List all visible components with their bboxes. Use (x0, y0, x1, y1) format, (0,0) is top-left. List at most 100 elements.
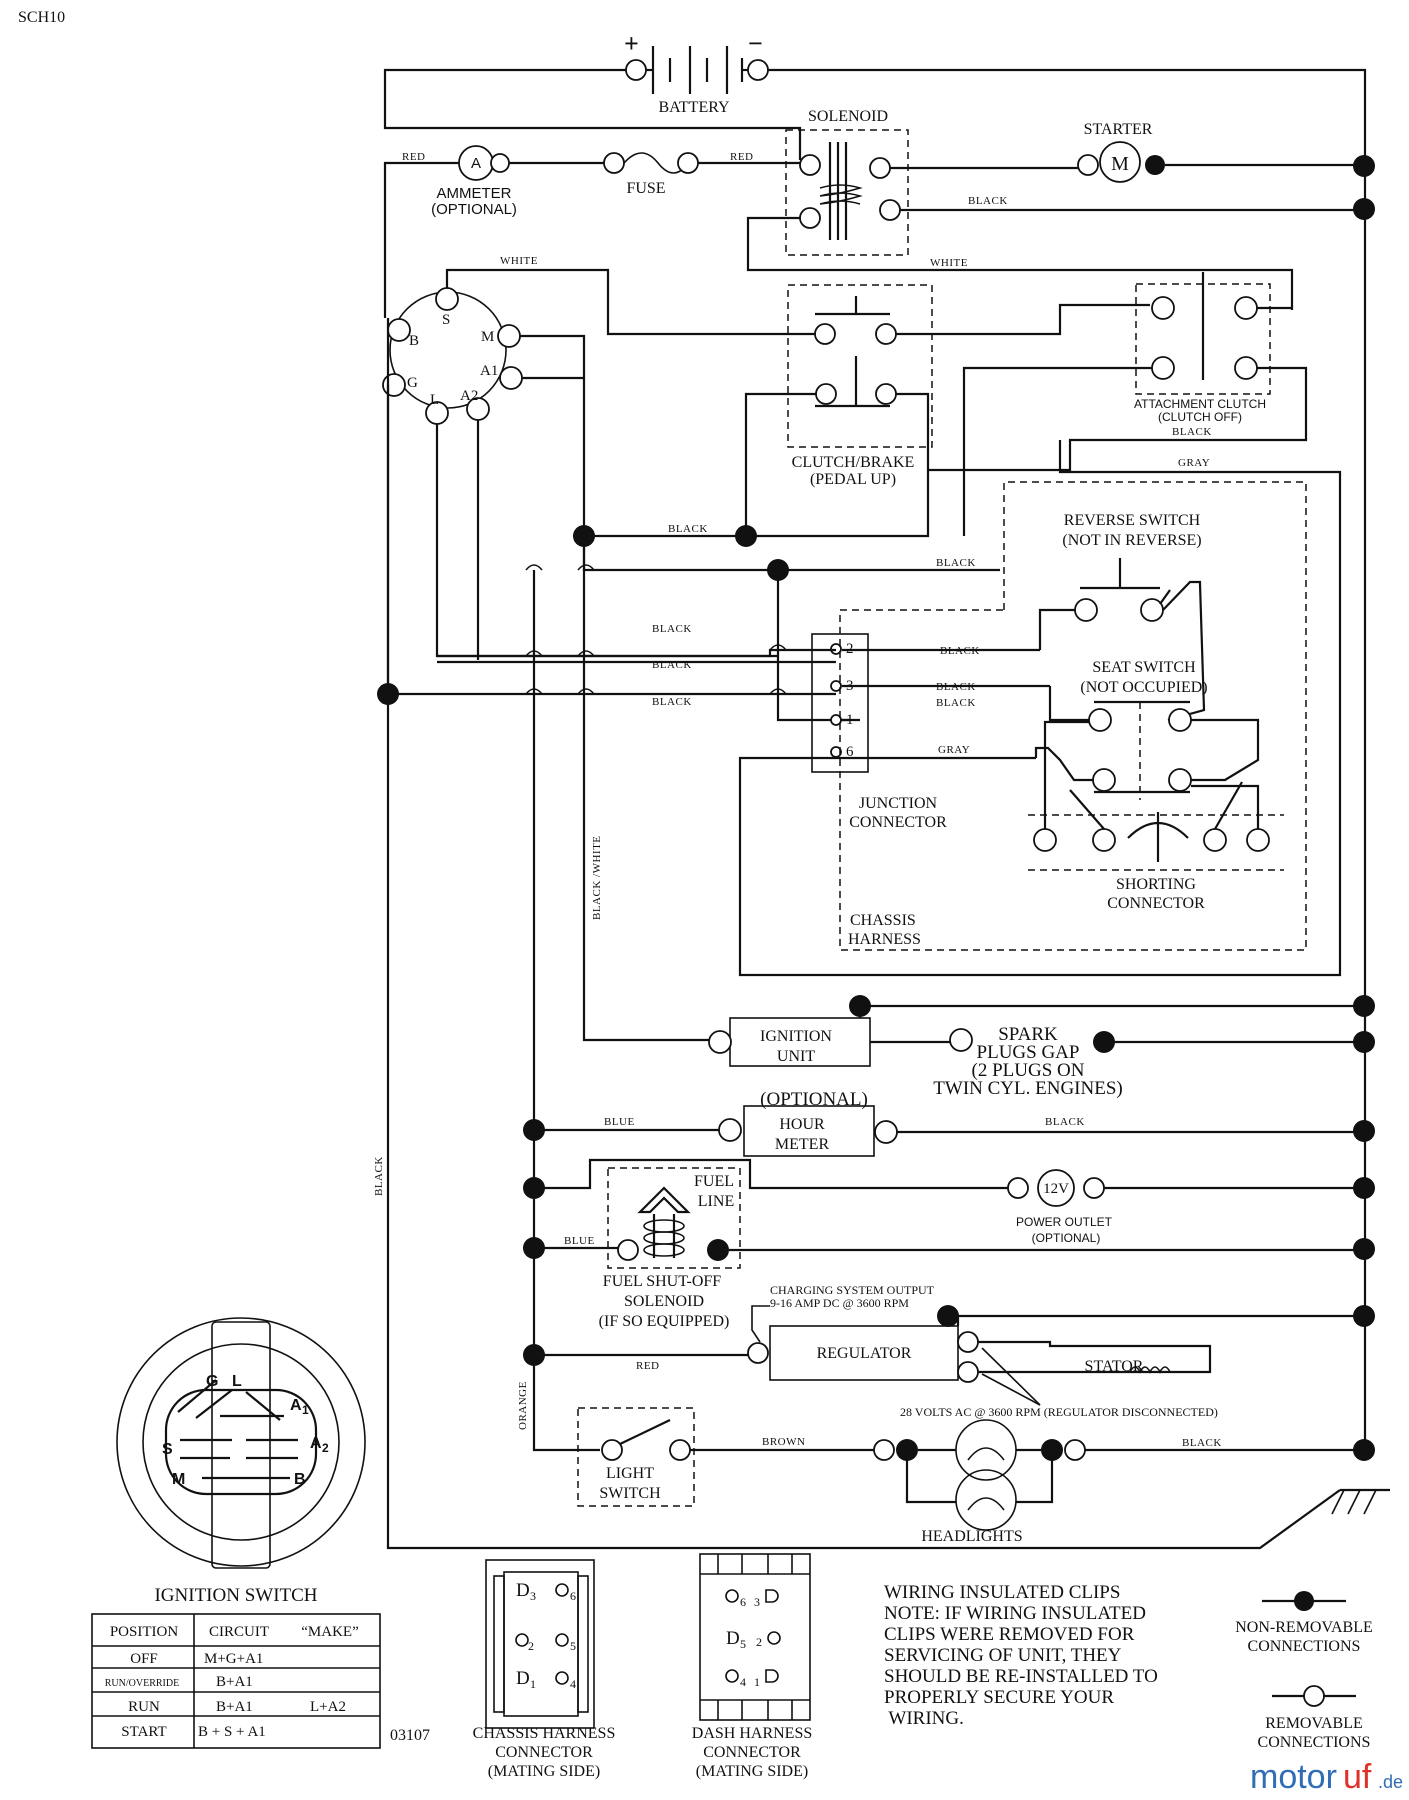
ammeter: A AMMETER (OPTIONAL) (431, 145, 517, 218)
svg-text:BLACK: BLACK (1045, 1116, 1085, 1128)
svg-text:BLUE: BLUE (604, 1116, 635, 1128)
svg-text:LINE: LINE (698, 1193, 734, 1210)
ignition-switch-face: G L A 1 S A 2 M B (116, 1317, 366, 1569)
svg-text:1: 1 (754, 1675, 760, 1689)
junction-connector: 2 3 1 6 JUNCTION CONNECTOR (811, 633, 947, 831)
stator: STATOR (978, 1340, 1212, 1375)
dash-harness-connector: 6 3 D 5 2 4 1 DASH HARNESS CONNECTOR (MA… (692, 1553, 812, 1780)
svg-text:NON-REMOVABLE: NON-REMOVABLE (1235, 1619, 1372, 1636)
svg-text:(2 PLUGS ON: (2 PLUGS ON (972, 1060, 1085, 1081)
svg-text:1: 1 (530, 1677, 536, 1691)
solenoid: SOLENOID (785, 108, 909, 256)
svg-text:uf: uf (1343, 1758, 1372, 1796)
seat-switch: SEAT SWITCH (NOT OCCUPIED) (1080, 659, 1208, 800)
svg-text:TWIN CYL. ENGINES): TWIN CYL. ENGINES) (933, 1078, 1122, 1099)
svg-text:PROPERLY SECURE YOUR: PROPERLY SECURE YOUR (884, 1687, 1114, 1708)
svg-text:3: 3 (754, 1595, 760, 1609)
svg-text:SEAT SWITCH: SEAT SWITCH (1092, 659, 1196, 676)
svg-text:L+A2: L+A2 (310, 1699, 346, 1715)
svg-text:OFF: OFF (130, 1651, 158, 1667)
svg-text:B: B (294, 1471, 306, 1488)
svg-text:METER: METER (775, 1136, 830, 1153)
svg-text:5: 5 (740, 1637, 746, 1651)
power-outlet: 12V POWER OUTLET (OPTIONAL) (1007, 1169, 1113, 1245)
svg-text:(MATING SIDE): (MATING SIDE) (488, 1763, 600, 1780)
svg-text:FUEL SHUT-OFF: FUEL SHUT-OFF (603, 1273, 722, 1290)
svg-text:BLACK: BLACK (652, 623, 692, 635)
svg-text:A: A (290, 1397, 302, 1414)
svg-text:CONNECTIONS: CONNECTIONS (1248, 1638, 1361, 1655)
svg-text:CHASSIS HARNESS: CHASSIS HARNESS (473, 1725, 616, 1742)
svg-text:REVERSE SWITCH: REVERSE SWITCH (1064, 512, 1201, 529)
svg-text:HEADLIGHTS: HEADLIGHTS (921, 1528, 1022, 1545)
svg-text:BLACK /WHITE: BLACK /WHITE (591, 835, 603, 920)
svg-text:BROWN: BROWN (762, 1436, 805, 1448)
ground-symbol (1331, 1488, 1390, 1515)
svg-text:BLACK: BLACK (652, 659, 692, 671)
svg-text:CIRCUIT: CIRCUIT (209, 1624, 269, 1640)
svg-text:CHASSIS: CHASSIS (850, 912, 916, 929)
svg-text:G: G (206, 1373, 218, 1390)
svg-text:A2: A2 (460, 388, 478, 404)
svg-text:CLIPS WERE REMOVED FOR: CLIPS WERE REMOVED FOR (884, 1624, 1135, 1645)
svg-text:AMMETER: AMMETER (437, 185, 512, 202)
svg-text:CONNECTOR: CONNECTOR (495, 1744, 593, 1761)
svg-text:GRAY: GRAY (938, 744, 970, 756)
svg-text:A1: A1 (480, 363, 498, 379)
svg-text:1: 1 (302, 1403, 309, 1417)
ignition-unit: IGNITION UNIT (708, 1017, 871, 1067)
svg-text:HOUR: HOUR (779, 1116, 825, 1133)
svg-text:DASH HARNESS: DASH HARNESS (692, 1725, 812, 1742)
shorting-connector: SHORTING CONNECTOR (1028, 812, 1284, 912)
svg-text:ATTACHMENT CLUTCH: ATTACHMENT CLUTCH (1134, 397, 1266, 411)
svg-text:CONNECTIONS: CONNECTIONS (1258, 1734, 1371, 1751)
svg-text:POWER OUTLET: POWER OUTLET (1016, 1215, 1113, 1229)
model-code: SCH10 (18, 9, 65, 26)
svg-text:S: S (442, 312, 450, 328)
headlights: HEADLIGHTS (873, 1419, 1086, 1545)
svg-text:9-16 AMP DC @ 3600 RPM: 9-16 AMP DC @ 3600 RPM (770, 1296, 909, 1310)
svg-text:RED: RED (402, 151, 426, 163)
starter-label: STARTER (1084, 121, 1153, 138)
svg-text:“MAKE”: “MAKE” (301, 1624, 358, 1640)
svg-text:M: M (481, 329, 494, 345)
svg-text:B+A1: B+A1 (216, 1674, 253, 1690)
svg-text:BLACK: BLACK (936, 557, 976, 569)
svg-text:RED: RED (730, 151, 754, 163)
svg-text:12V: 12V (1043, 1181, 1069, 1197)
svg-text:BLACK: BLACK (373, 1156, 385, 1196)
svg-text:SWITCH: SWITCH (599, 1485, 661, 1502)
svg-text:FUSE: FUSE (626, 180, 665, 197)
svg-text:WIRING.: WIRING. (884, 1708, 964, 1729)
svg-text:D: D (516, 1668, 530, 1689)
svg-text:.de: .de (1378, 1772, 1403, 1792)
clutch-brake-switch: CLUTCH/BRAKE (PEDAL UP) (787, 284, 933, 488)
figure-code: 03107 (390, 1727, 430, 1744)
svg-text:START: START (121, 1724, 166, 1740)
svg-text:BLACK: BLACK (940, 645, 980, 657)
battery: + − BATTERY (624, 29, 769, 116)
light-switch: LIGHT SWITCH (577, 1407, 695, 1507)
svg-text:(MATING SIDE): (MATING SIDE) (696, 1763, 808, 1780)
regulator: REGULATOR (747, 1325, 979, 1383)
svg-text:3: 3 (530, 1589, 536, 1603)
svg-text:D: D (726, 1628, 740, 1649)
svg-text:4: 4 (740, 1675, 746, 1689)
svg-text:CLUTCH/BRAKE: CLUTCH/BRAKE (792, 454, 915, 471)
solenoid-label: SOLENOID (808, 108, 888, 125)
svg-text:2: 2 (528, 1639, 534, 1653)
attachment-clutch-switch: ATTACHMENT CLUTCH (CLUTCH OFF) (1134, 272, 1271, 424)
svg-text:6: 6 (740, 1595, 746, 1609)
wiring-clips-note: WIRING INSULATED CLIPS NOTE: IF WIRING I… (884, 1582, 1158, 1729)
battery-plus-sign: + (624, 29, 639, 58)
legend-removable: REMOVABLE CONNECTIONS (1258, 1685, 1371, 1751)
svg-text:5: 5 (570, 1639, 576, 1653)
svg-text:SHORTING: SHORTING (1116, 876, 1196, 893)
fuel-shutoff-solenoid: FUEL LINE FUEL SHUT-OFF SOLENOID (IF SO … (599, 1167, 741, 1330)
svg-text:S: S (162, 1441, 173, 1458)
svg-text:ORANGE: ORANGE (517, 1381, 529, 1430)
svg-text:BLACK: BLACK (968, 195, 1008, 207)
svg-text:CONNECTOR: CONNECTOR (1107, 895, 1205, 912)
svg-text:A: A (310, 1435, 322, 1452)
svg-text:BLACK: BLACK (936, 697, 976, 709)
